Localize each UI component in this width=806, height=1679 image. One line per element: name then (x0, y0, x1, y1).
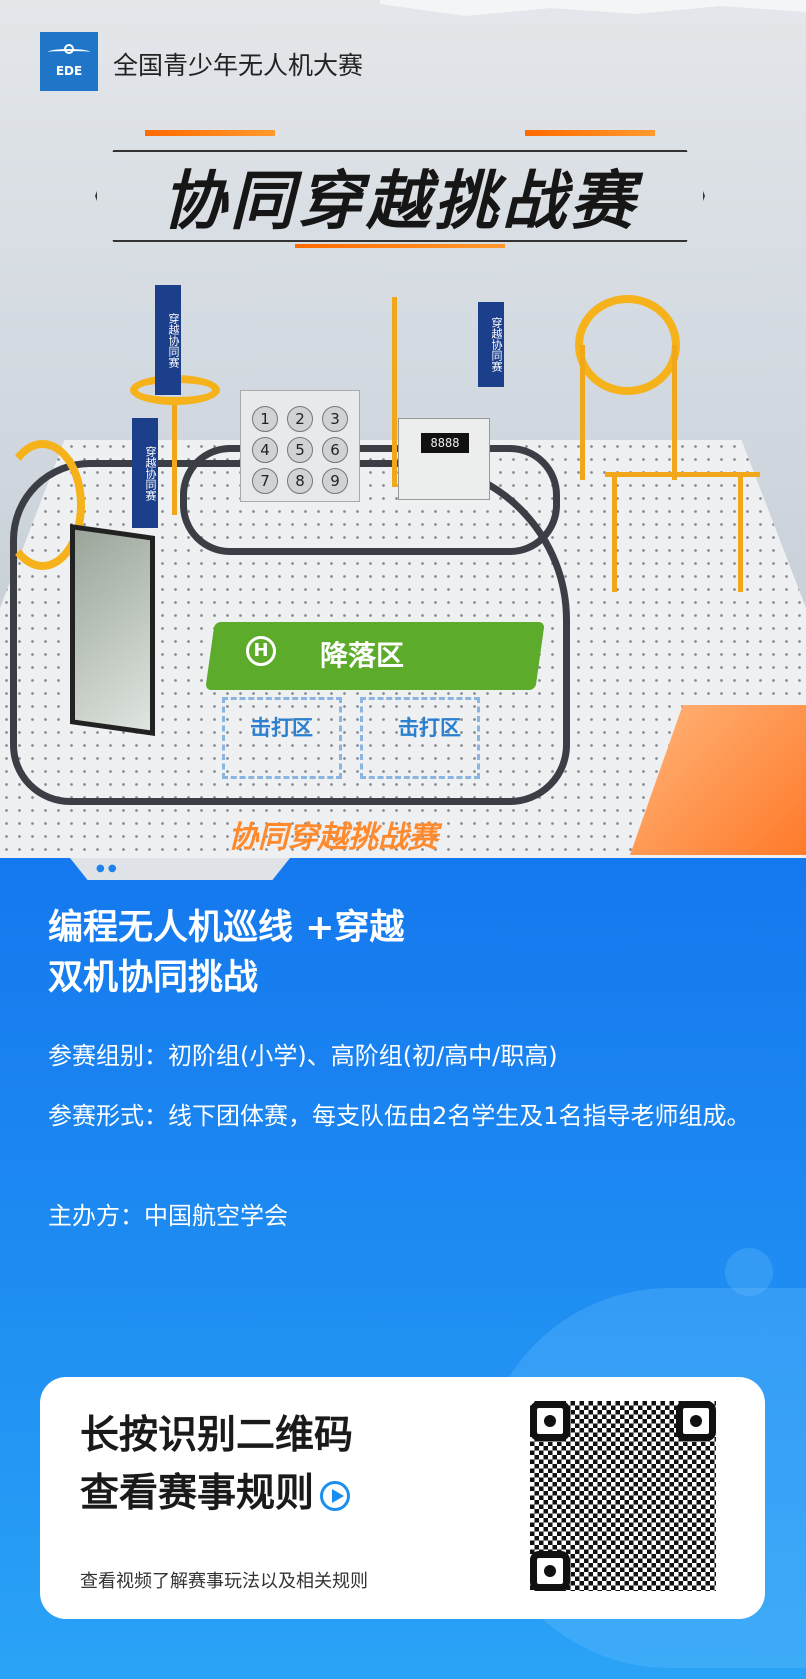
qr-finder (676, 1401, 716, 1441)
cta-line-1: 长按识别二维码 (80, 1413, 354, 1458)
key: 7 (252, 468, 278, 494)
key: 9 (322, 468, 348, 494)
helipad-icon: H (246, 636, 276, 666)
qr-finder (530, 1551, 570, 1591)
key: 1 (252, 406, 278, 432)
ede-logo: EDE (40, 32, 98, 91)
hero-section: EDE 全国青少年无人机大赛 协同穿越挑战赛 H 降落区 击打区 击打区 协同穿… (0, 0, 806, 860)
torn-paper-edge (380, 0, 806, 16)
cta-heading: 长按识别二维码 查看赛事规则 (80, 1407, 353, 1523)
logo-text: EDE (55, 64, 83, 78)
strike-zone-label: 击打区 (250, 716, 313, 740)
gate-pole (612, 472, 617, 592)
format-text: 参赛形式：线下团体赛，每支队伍由2名学生及1名指导老师组成。 (48, 1102, 751, 1130)
strike-zone (222, 697, 342, 779)
flag-banner: 穿越协同赛 (132, 418, 158, 528)
pole (392, 297, 397, 487)
qr-code[interactable] (530, 1401, 716, 1591)
number-keypad-board: 1 2 3 4 5 6 7 8 9 (240, 390, 360, 502)
title-frame: 协同穿越挑战赛 (95, 130, 705, 250)
cta-subtitle: 查看视频了解赛事玩法以及相关规则 (80, 1571, 368, 1592)
frame-outline (95, 150, 705, 242)
tab-connector (70, 858, 290, 880)
organization-name: 全国青少年无人机大赛 (113, 51, 364, 80)
timer-display: 8888 (421, 433, 469, 453)
flag-banner: 穿越协同赛 (155, 285, 181, 395)
key: 3 (322, 406, 348, 432)
cta-line-2: 查看赛事规则 (80, 1471, 315, 1516)
decorative-circle (725, 1248, 773, 1296)
qr-finder (530, 1401, 570, 1441)
timer-board: 8888 (398, 418, 490, 500)
play-icon[interactable] (320, 1480, 351, 1511)
groups-text: 参赛组别：初阶组(小学)、高阶组(初/高中/职高) (48, 1042, 558, 1070)
key: 6 (322, 437, 348, 463)
accent-bar (295, 244, 505, 248)
headline-line-2: 双机协同挑战 (48, 958, 259, 998)
strike-zone (360, 697, 480, 779)
landing-zone-label: 降落区 (320, 639, 405, 672)
gate-pole (738, 472, 743, 592)
organizer-text: 主办方：中国航空学会 (48, 1202, 288, 1230)
strike-zone-label: 击打区 (398, 716, 461, 740)
key: 4 (252, 437, 278, 463)
crossbar-gate (605, 472, 760, 477)
headline: 编程无人机巡线 +穿越双机协同挑战 (48, 903, 405, 1003)
headline-line-1: 编程无人机巡线 +穿越 (48, 908, 405, 948)
glass-panel (70, 524, 155, 736)
accent-bar (525, 130, 655, 136)
line-track (180, 445, 560, 555)
key: 8 (287, 468, 313, 494)
floor-title-text: 协同穿越挑战赛 (228, 820, 438, 855)
flag-banner: 穿越协同赛 (478, 302, 504, 387)
dots-decoration: ● ● (96, 863, 117, 874)
hoop-gate (0, 440, 85, 570)
accent-bar (145, 130, 275, 136)
hoop-pole (672, 345, 677, 480)
hoop-pole (580, 345, 585, 480)
key: 5 (287, 437, 313, 463)
hoop-gate (575, 295, 680, 395)
page-title: 协同穿越挑战赛 (162, 165, 638, 239)
key: 2 (287, 406, 313, 432)
hoop-pole (172, 405, 177, 515)
qr-card[interactable]: 长按识别二维码 查看赛事规则 查看视频了解赛事玩法以及相关规则 (40, 1377, 765, 1619)
